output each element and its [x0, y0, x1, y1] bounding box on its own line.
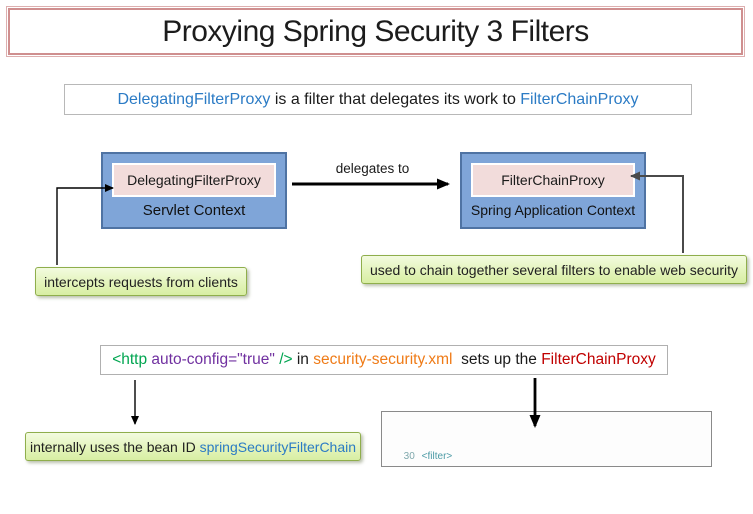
- servlet-context-label: Servlet Context: [142, 202, 246, 219]
- line-content: <filter>: [421, 451, 453, 462]
- page-title: Proxying Spring Security 3 Filters: [162, 14, 589, 48]
- http-config-line: <http auto-config="true" /> in security-…: [100, 345, 668, 375]
- delegates-to-label: delegates to: [335, 161, 410, 176]
- line-number: 30: [403, 451, 415, 462]
- delegating-filter-proxy-box: DelegatingFilterProxy: [112, 163, 276, 197]
- callout-bean-id: internally uses the bean ID springSecuri…: [25, 432, 361, 461]
- filter-chain-proxy-box: FilterChainProxy: [471, 163, 635, 197]
- spring-application-context-label: Spring Application Context: [470, 202, 636, 218]
- subtitle-box: DelegatingFilterProxy is a filter that d…: [64, 84, 692, 115]
- spring-application-context-box: FilterChainProxy Spring Application Cont…: [460, 152, 646, 229]
- web-xml-snippet: 30<filter> 31 <filter-name>springSecurit…: [381, 411, 712, 467]
- callout-chain-filters: used to chain together several filters t…: [361, 255, 747, 284]
- servlet-context-box: DelegatingFilterProxy Servlet Context: [101, 152, 287, 229]
- code-snippet-line: 30 <filter>: [387, 439, 711, 462]
- callout-intercepts-requests: intercepts requests from clients: [35, 267, 247, 296]
- title-box: Proxying Spring Security 3 Filters: [6, 6, 745, 57]
